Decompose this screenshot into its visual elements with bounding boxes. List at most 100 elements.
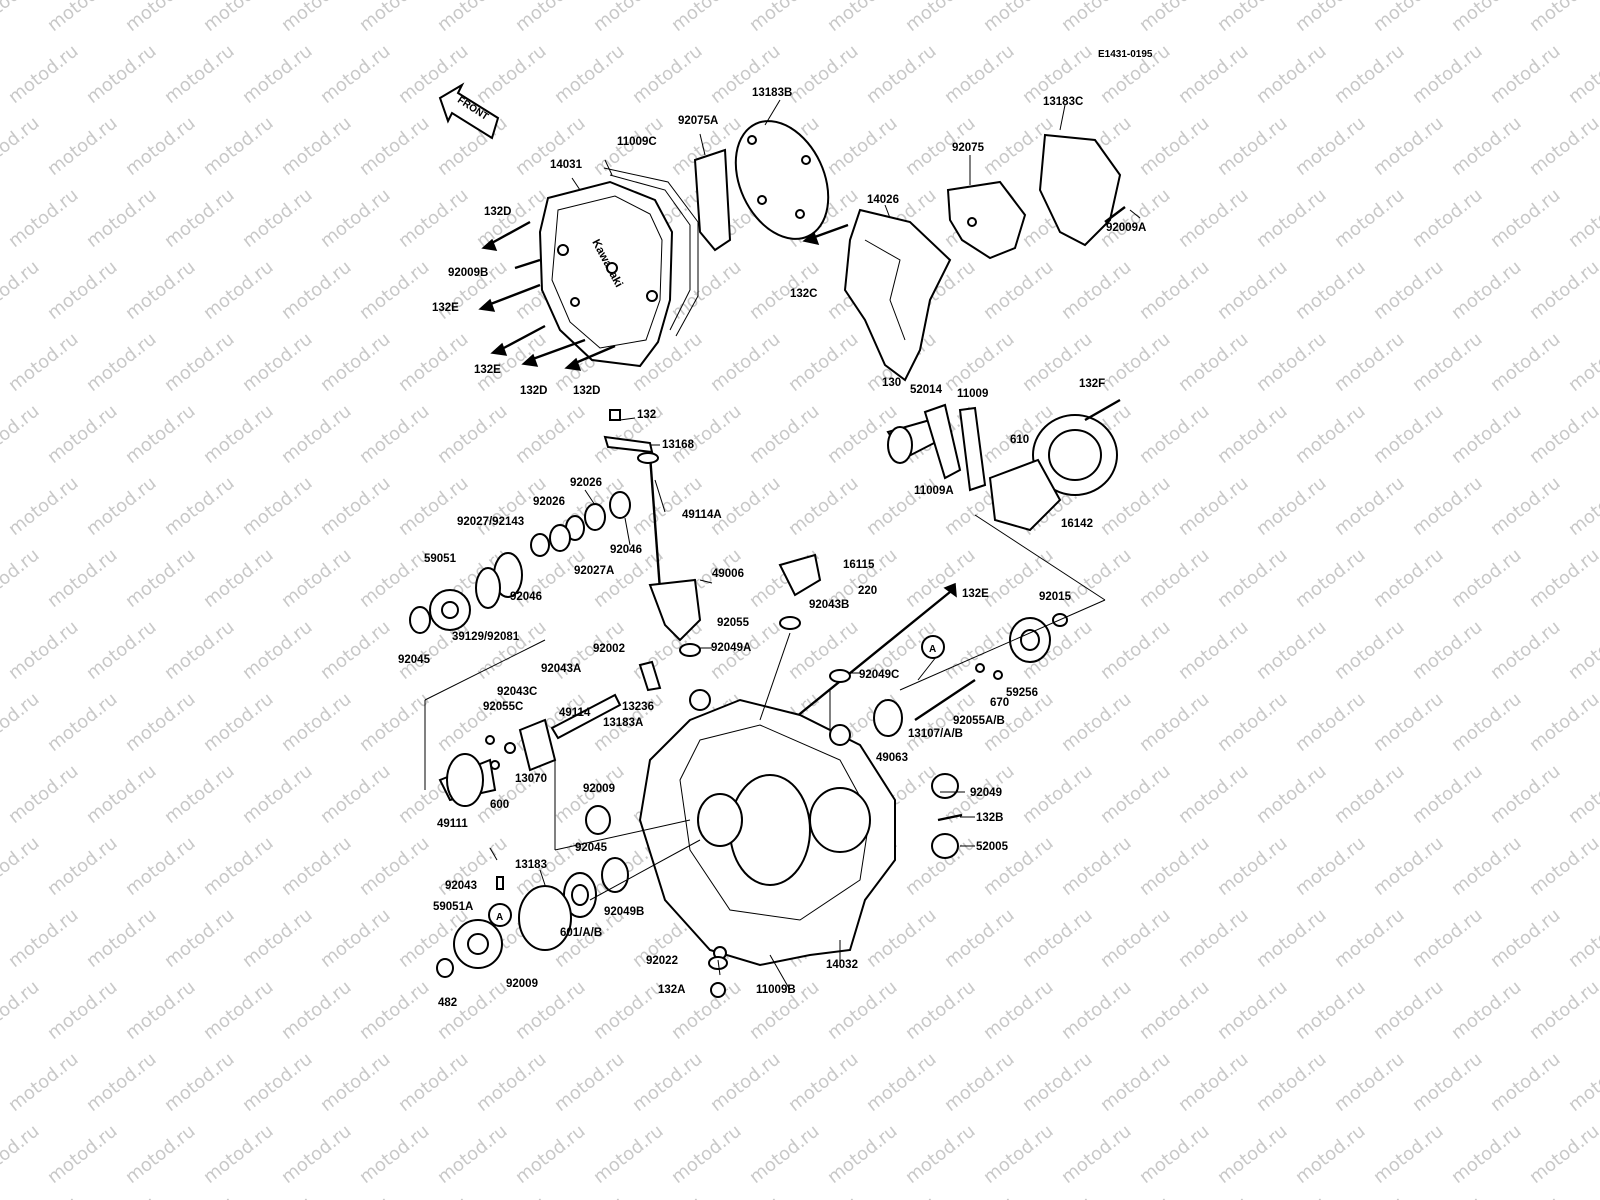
part-label: 92046 [510,591,542,603]
part-label: 132C [790,288,818,300]
watermark-text: motod.ru [1369,113,1447,180]
watermark-text: motod.ru [1447,977,1525,1044]
part-label: 13107/A/B [908,728,963,740]
watermark-text: motod.ru [1057,689,1135,756]
watermark-text: motod.ru [0,401,43,468]
diagram-code: E1431-0195 [1098,49,1153,60]
watermark-text: motod.ru [316,41,394,108]
watermark-text: motod.ru [277,689,355,756]
watermark-text: motod.ru [979,1121,1057,1188]
watermark-text: motod.ru [160,1193,238,1200]
watermark-text: motod.ru [784,1049,862,1116]
watermark-text: motod.ru [238,41,316,108]
watermark-text: motod.ru [1525,401,1600,468]
part-label: 92015 [1039,591,1072,603]
watermark-text: motod.ru [1408,1193,1486,1200]
watermark-text: motod.ru [160,41,238,108]
watermark-text: motod.ru [1096,1193,1174,1200]
watermark-text: motod.ru [1369,833,1447,900]
watermark-text: motod.ru [1525,545,1600,612]
watermark-text: motod.ru [1291,401,1369,468]
watermark-text: motod.ru [199,833,277,900]
watermark-text: motod.ru [1057,1121,1135,1188]
watermark-text: motod.ru [0,1193,4,1200]
part-label: 92022 [646,955,678,967]
watermark-text: motod.ru [862,905,940,972]
watermark-text: motod.ru [1486,41,1564,108]
watermark-text: motod.ru [628,473,706,540]
watermark-text: motod.ru [1564,617,1600,684]
watermark-text: motod.ru [1447,1121,1525,1188]
marker-a-bottom-label: A [496,912,503,923]
watermark-text: motod.ru [979,977,1057,1044]
watermark-text: motod.ru [1213,401,1291,468]
part-label: 92043 [445,880,477,892]
watermark-text: motod.ru [0,257,43,324]
watermark-text: motod.ru [316,329,394,396]
part-label: 92055A/B [953,715,1005,727]
bolts-left [478,220,616,371]
watermark-text: motod.ru [1213,0,1291,36]
shift-assembly [409,409,702,657]
watermark-text: motod.ru [355,545,433,612]
watermark-text: motod.ru [1486,1049,1564,1116]
watermark-text: motod.ru [121,1121,199,1188]
watermark-text: motod.ru [4,473,82,540]
part-label: 11009A [914,485,954,497]
watermark-text: motod.ru [1525,0,1600,36]
watermark-text: motod.ru [1252,617,1330,684]
watermark-text: motod.ru [823,0,901,36]
part-labels: 13183B 92075A 11009C 14031 132D 92009B 1… [398,87,1146,1009]
watermark-text: motod.ru [199,545,277,612]
watermark-text: motod.ru [277,257,355,324]
watermark-text: motod.ru [1174,329,1252,396]
part-label: 92055 [717,617,750,629]
watermark-text: motod.ru [1486,473,1564,540]
watermark-text: motod.ru [1486,185,1564,252]
watermark-text: motod.ru [238,905,316,972]
watermark-text: motod.ru [1174,617,1252,684]
watermark-text: motod.ru [1174,1049,1252,1116]
parts-art: FRONT E1431-0195 Kawasaki [409,49,1153,998]
watermark-text: motod.ru [1564,1049,1600,1116]
watermark-text: motod.ru [199,977,277,1044]
watermark-text: motod.ru [784,41,862,108]
watermark-text: motod.ru [901,0,979,36]
watermark-text: motod.ru [1252,329,1330,396]
part-label: 132F [1079,378,1105,390]
part-label: 92027/92143 [457,516,524,528]
watermark-text: motod.ru [277,977,355,1044]
watermark-text: motod.ru [1447,833,1525,900]
watermark-text: motod.ru [1291,1121,1369,1188]
part-label: 92043C [497,686,537,698]
watermark-text: motod.ru [43,833,121,900]
part-label: 92045 [575,842,608,854]
part-label: 92075A [678,115,718,127]
watermark-text: motod.ru [1135,257,1213,324]
watermark-text: motod.ru [394,1193,472,1200]
watermark-text: motod.ru [1369,689,1447,756]
watermark-text: motod.ru [355,113,433,180]
watermark-text: motod.ru [199,1121,277,1188]
watermark-text: motod.ru [82,761,160,828]
part-label: 49006 [712,568,744,580]
watermark-text: motod.ru [784,473,862,540]
watermark-text: motod.ru [4,905,82,972]
watermark-text: motod.ru [0,329,4,396]
watermark-text: motod.ru [355,401,433,468]
kick-assembly [438,660,662,807]
watermark-text: motod.ru [4,185,82,252]
watermark-text: motod.ru [1252,41,1330,108]
watermark-text: motod.ru [355,0,433,36]
watermark-text: motod.ru [121,113,199,180]
watermark-text: motod.ru [238,617,316,684]
watermark-text: motod.ru [1252,1049,1330,1116]
watermark-text: motod.ru [1174,185,1252,252]
watermark-text: motod.ru [160,617,238,684]
part-label: 11009B [756,984,796,996]
watermark-text: motod.ru [1174,41,1252,108]
watermark-text: motod.ru [940,1049,1018,1116]
watermark-text: motod.ru [43,401,121,468]
watermark-text: motod.ru [862,1193,940,1200]
generator-cover: Kawasaki [538,180,674,368]
